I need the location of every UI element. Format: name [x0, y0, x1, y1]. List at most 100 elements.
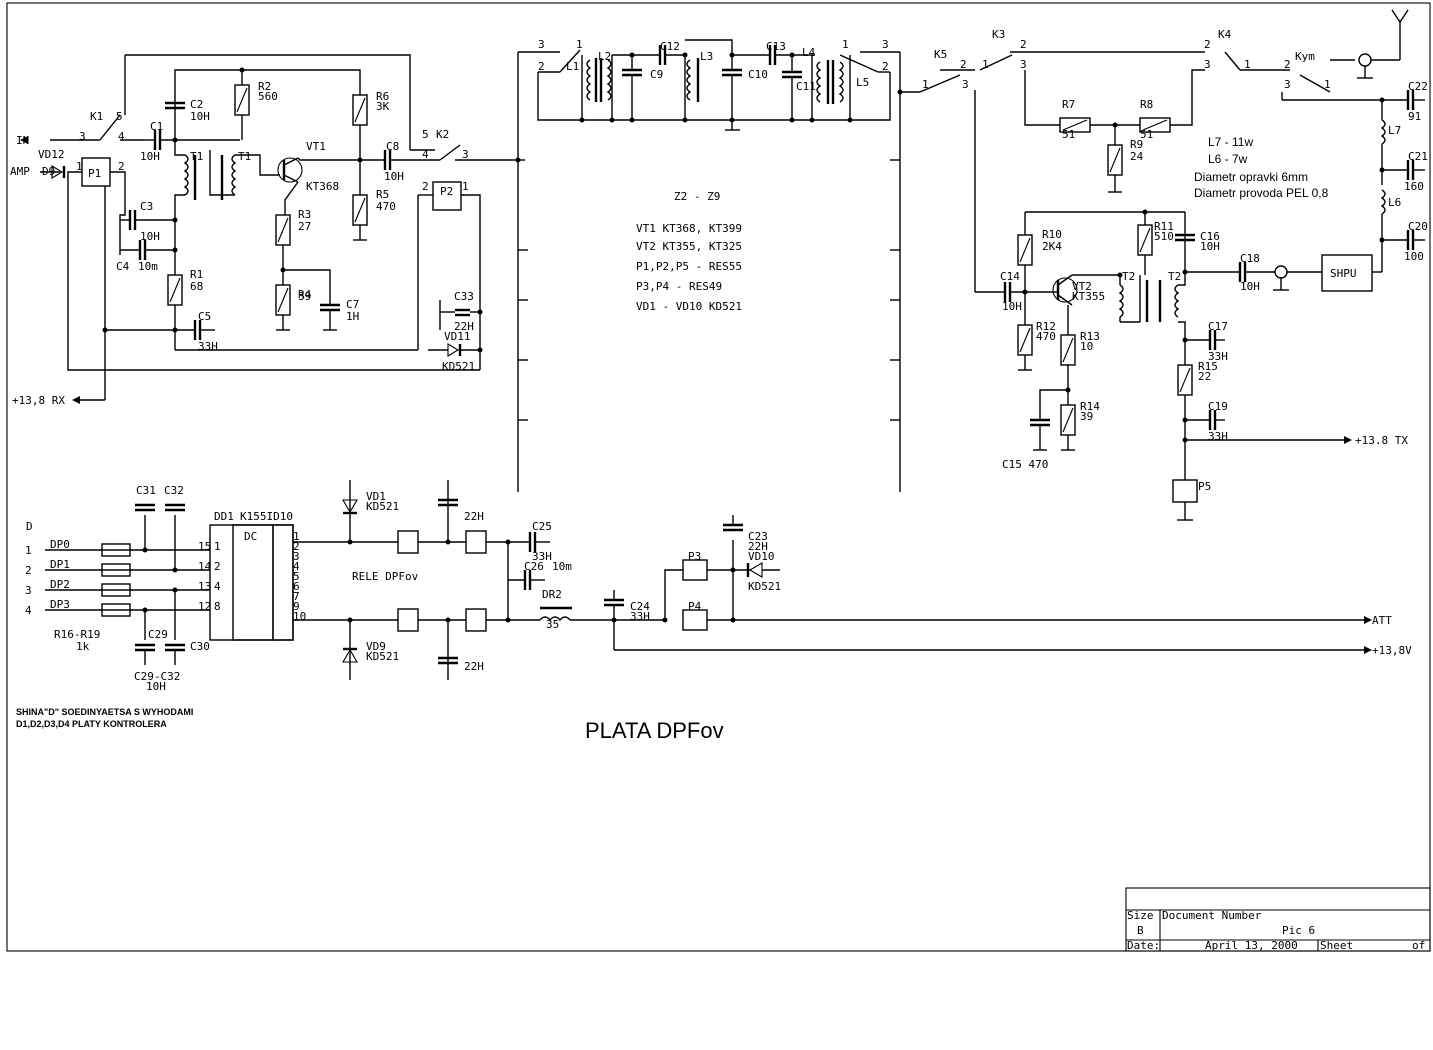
- component-label-71: 3: [1020, 58, 1027, 71]
- component-label-108: T2: [1168, 270, 1181, 283]
- component-label-86: 24: [1130, 150, 1144, 163]
- component-label-63: 1: [842, 38, 849, 51]
- component-label-133: VD1: [366, 490, 386, 503]
- bus-note-1: SHINA"D" SOEDINYAETSA S WYHODAMI: [16, 707, 193, 717]
- component-label-74: K4: [1218, 28, 1232, 41]
- component-label-23: R5: [376, 188, 389, 201]
- component-label-89: L7: [1388, 124, 1401, 137]
- component-label-125: DD1: [214, 510, 234, 523]
- component-label-20: 3K: [376, 100, 390, 113]
- pin-number-6: 13: [198, 580, 211, 593]
- component-label-37: C5: [198, 310, 211, 323]
- component-label-98: 510: [1154, 230, 1174, 243]
- component-label-7: 1: [76, 160, 83, 173]
- shpu-label: SHPU: [1330, 267, 1357, 280]
- component-label-49: KD521: [442, 360, 475, 373]
- component-label-88: 91: [1408, 110, 1421, 123]
- center-line-1: VT1 KT368, KT399: [636, 222, 742, 235]
- bus-d-label: D: [26, 520, 33, 533]
- component-label-62: L5: [856, 76, 869, 89]
- bus-input-dp1: DP1: [50, 558, 70, 571]
- component-label-3: 4: [118, 130, 125, 143]
- note-opravka: Diametr opravki 6mm: [1194, 170, 1308, 184]
- component-label-21: C8: [386, 140, 399, 153]
- component-label-56: C9: [650, 68, 663, 81]
- component-label-34: 10m: [138, 260, 158, 273]
- component-label-41: 4: [422, 148, 429, 161]
- component-label-32: 10H: [140, 230, 160, 243]
- component-label-95: R10: [1042, 228, 1062, 241]
- date-value: April 13, 2000: [1205, 939, 1298, 952]
- component-label-25: R3: [298, 208, 311, 221]
- component-label-134: KD521: [366, 500, 399, 513]
- component-label-9: C1: [150, 120, 163, 133]
- decoder-section: [45, 480, 1372, 680]
- component-label-69: 2: [960, 58, 967, 71]
- component-label-30: 1H: [346, 310, 359, 323]
- center-line-2: VT2 KT355, KT325: [636, 240, 742, 253]
- component-label-28: 39: [298, 290, 311, 303]
- pin-number-2: 4: [214, 580, 221, 593]
- component-label-45: 1: [462, 180, 469, 193]
- decoder-dc-label: DC: [244, 530, 257, 543]
- component-label-135: 22H: [464, 510, 484, 523]
- pin-number-10: 3: [293, 550, 300, 563]
- component-label-12: 10H: [190, 110, 210, 123]
- rele-label: RELE DPFov: [352, 570, 419, 583]
- port-in: IN: [16, 134, 29, 147]
- port-amp: AMP: [10, 165, 30, 178]
- component-label-110: 470: [1036, 330, 1056, 343]
- component-label-15: R2: [258, 80, 271, 93]
- component-label-59: C10: [748, 68, 768, 81]
- component-label-31: C3: [140, 200, 153, 213]
- date-label: Date:: [1127, 939, 1160, 952]
- component-label-96: 2K4: [1042, 240, 1062, 253]
- component-label-48: VD11: [444, 330, 471, 343]
- component-label-121: C15 470: [1002, 458, 1048, 471]
- tx-section: [919, 9, 1425, 521]
- pin-number-4: 15: [198, 540, 211, 553]
- bus-input-dp3: DP3: [50, 598, 70, 611]
- component-label-51: 1: [576, 38, 583, 51]
- component-label-102: 10H: [1240, 280, 1260, 293]
- component-label-151: VD10: [748, 550, 775, 563]
- component-label-10: 10H: [140, 150, 160, 163]
- component-label-17: VT1: [306, 140, 326, 153]
- component-label-132: 10H: [146, 680, 166, 693]
- component-label-73: 3: [962, 78, 969, 91]
- component-label-0: K1: [90, 110, 103, 123]
- filter-bank: [517, 39, 920, 492]
- doc-number-label: Document Number: [1162, 909, 1262, 922]
- pin-number-9: 2: [293, 540, 300, 553]
- pin-number-12: 5: [293, 570, 300, 583]
- component-label-8: 2: [118, 160, 125, 173]
- component-label-91: 160: [1404, 180, 1424, 193]
- component-label-130: C30: [190, 640, 210, 653]
- component-label-4: VD12: [38, 148, 65, 161]
- component-label-146: 33H: [630, 610, 650, 623]
- note-l7: L7 - 11w: [1208, 135, 1253, 149]
- component-label-33: C4: [116, 260, 130, 273]
- pin-number-13: 6: [293, 580, 300, 593]
- component-label-40: 5: [422, 128, 429, 141]
- component-label-79: 3: [1284, 78, 1291, 91]
- component-label-145: C24: [630, 600, 650, 613]
- pin-number-8: 1: [293, 530, 300, 543]
- component-label-66: K3: [992, 28, 1005, 41]
- component-label-148: P4: [688, 600, 702, 613]
- bus-note-2: D1,D2,D3,D4 PLATY KONTROLERA: [16, 719, 167, 729]
- bus-pin-4: 4: [25, 604, 32, 617]
- component-label-27: R4: [298, 288, 312, 301]
- component-label-139: 10m: [552, 560, 572, 573]
- component-label-60: L4: [802, 46, 816, 59]
- component-label-43: 2: [422, 180, 429, 193]
- component-label-113: C17: [1208, 320, 1228, 333]
- component-label-99: C16: [1200, 230, 1220, 243]
- component-label-136: C25: [532, 520, 552, 533]
- page-title: PLATA DPFov: [585, 718, 724, 743]
- note-l6: L6 - 7w: [1208, 152, 1248, 166]
- component-label-29: C7: [346, 298, 359, 311]
- component-label-128: 1k: [76, 640, 90, 653]
- port-138v: +13,8V: [1372, 644, 1412, 657]
- component-label-46: C33: [454, 290, 474, 303]
